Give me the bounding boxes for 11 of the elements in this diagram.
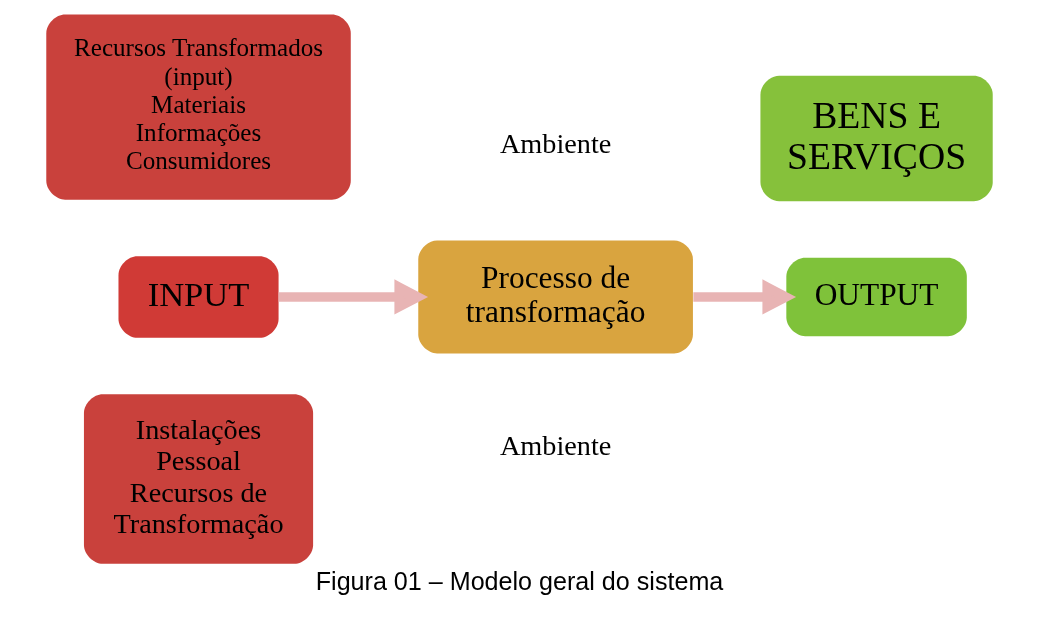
node-box: BENS E SERVIÇOS [759, 75, 993, 202]
caption: Figura 01 – Modelo geral do sistema [315, 567, 723, 596]
arrow [278, 279, 428, 315]
label: Ambiente [499, 128, 611, 160]
arrow [692, 279, 796, 315]
node-box: Recursos Transformados (input) Materiais Informações Consumidores [45, 14, 351, 200]
node-box: OUTPUT [785, 257, 967, 337]
node-box: Processo de transformação [417, 240, 693, 354]
node-box: INPUT [118, 256, 279, 338]
label: Ambiente [499, 429, 611, 461]
node-box: Instalações Pessoal Recursos de Transformação [83, 394, 313, 564]
